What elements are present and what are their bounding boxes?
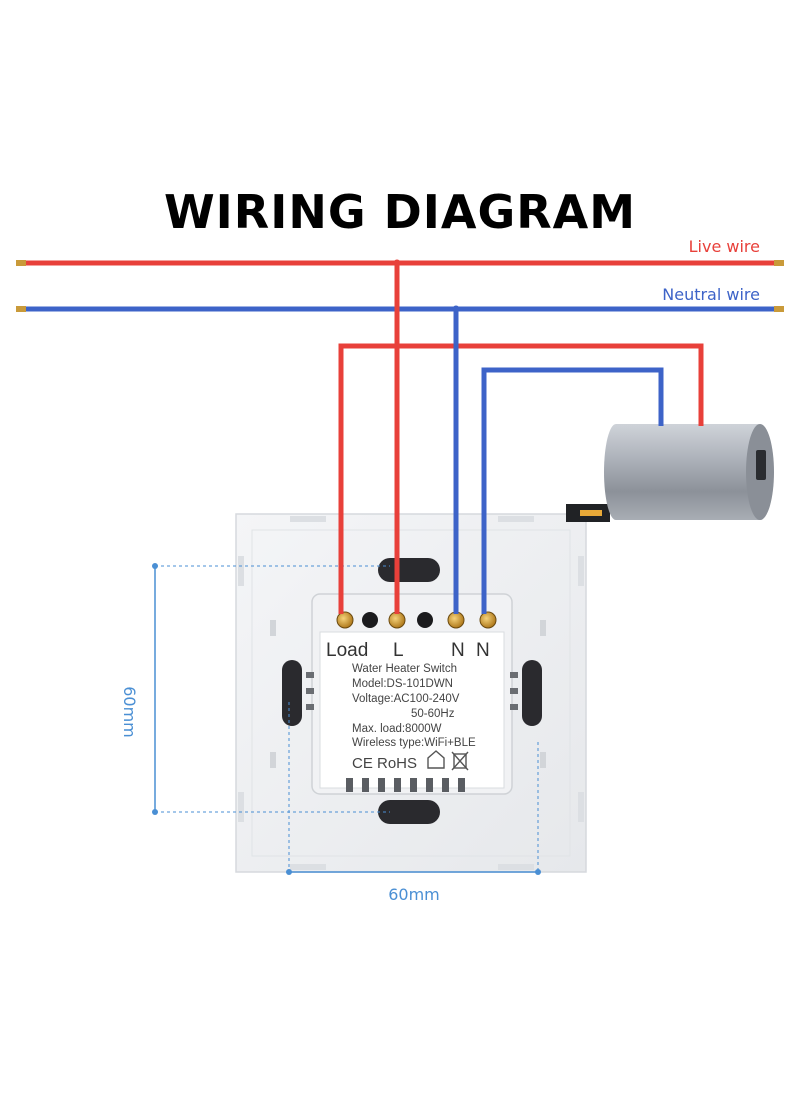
spec-frequency: 50-60Hz: [411, 708, 455, 720]
home-icon: [427, 750, 445, 769]
mount-slot-left: [282, 660, 302, 726]
neutral-wire-label: Neutral wire: [662, 285, 760, 304]
wire-load-to-heater: [338, 343, 704, 614]
certification-marks: CE RoHS: [352, 755, 417, 772]
terminal-load: [336, 611, 354, 629]
terminal-n2: [479, 611, 497, 629]
width-dimension: [286, 702, 541, 875]
spec-wireless: Wireless type:WiFi+BLE: [352, 737, 476, 749]
live-wire-label: Live wire: [689, 237, 760, 256]
spec-voltage: Voltage:AC100-240V: [352, 693, 460, 705]
spec-model: Model:DS-101DWN: [352, 678, 453, 690]
width-dimension-label: 60mm: [388, 885, 440, 904]
mount-slot-bottom: [378, 800, 440, 824]
terminal-l: [388, 611, 406, 629]
mount-slot-right: [522, 660, 542, 726]
mount-slot-top: [378, 558, 440, 582]
spec-product: Water Heater Switch: [352, 663, 457, 675]
terminal-hole-empty: [417, 612, 433, 628]
spec-max-load: Max. load:8000W: [352, 723, 442, 735]
diagram-title: WIRING DIAGRAM: [164, 185, 636, 239]
water-heater-icon: [566, 424, 774, 522]
junction-neutral: [452, 305, 460, 313]
wire-n-to-heater: [481, 367, 664, 614]
weee-bin-icon: [451, 751, 469, 771]
height-dimension: [152, 563, 390, 815]
terminal-label-l: L: [393, 640, 404, 661]
terminal-label-n2: N: [476, 640, 490, 661]
terminal-n1: [447, 611, 465, 629]
switch-module: [306, 593, 518, 795]
junction-live: [393, 259, 401, 267]
terminal-label-n1: N: [451, 640, 465, 661]
terminal-label-load: Load: [326, 640, 368, 661]
neutral-wire: [16, 306, 784, 312]
height-dimension-label: 60mm: [120, 686, 139, 738]
terminal-hole-empty: [362, 612, 378, 628]
